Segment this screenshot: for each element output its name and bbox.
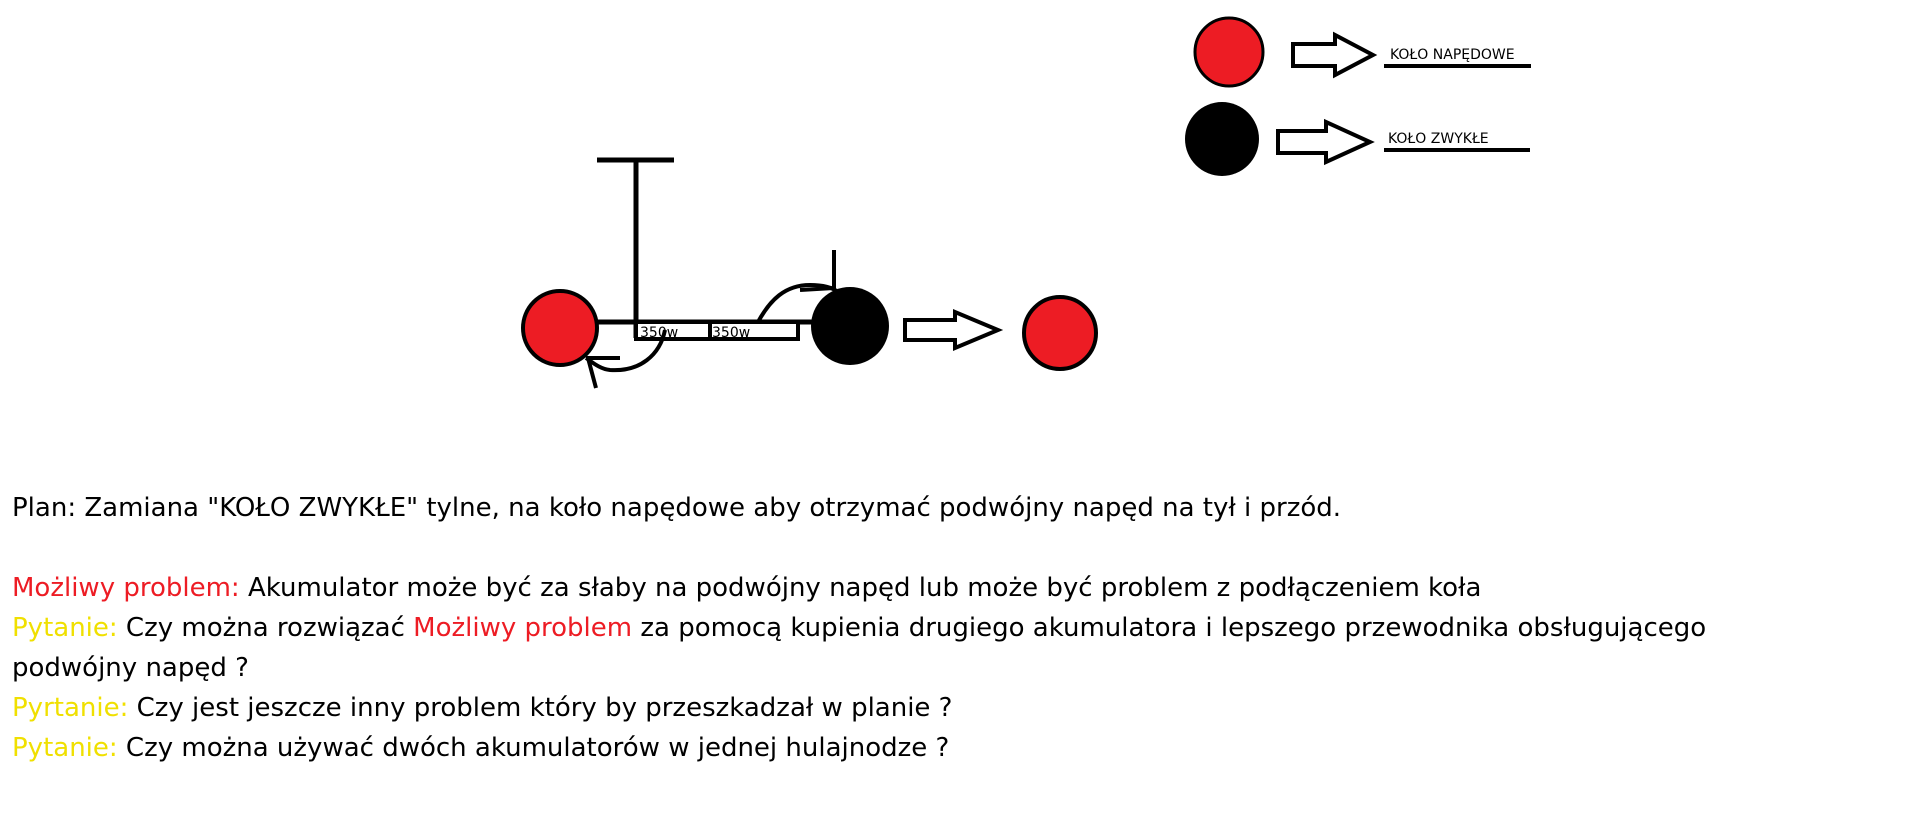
legend-drive-arrow [1291, 31, 1378, 79]
question-2-text: Czy jest jeszcze inny problem który by p… [128, 693, 953, 723]
legend-drive-wheel: KOŁO NAPĘDOWE [1193, 16, 1531, 88]
plan-line: Plan: Zamiana "KOŁO ZWYKŁE" tylne, na ko… [12, 488, 1892, 528]
rear-normal-wheel [811, 287, 889, 365]
question-1-label: Pytanie: [12, 613, 118, 643]
legend-normal-wheel-label: KOŁO ZWYKŁE [1388, 131, 1489, 147]
plan-text: Plan: Zamiana "KOŁO ZWYKŁE" tylne, na ko… [12, 493, 1342, 523]
conversion-arrow [903, 308, 1004, 352]
question-3-label: Pytanie: [12, 733, 118, 763]
question-1-text-b: za pomocą kupienia drugiego akumulatora … [632, 613, 1707, 643]
battery-2 [708, 320, 800, 341]
front-power-arrowhead [585, 356, 620, 389]
legend-normal-wheel: KOŁO ZWYKŁE [1185, 102, 1530, 176]
question-2-label: Pyrtanie: [12, 693, 129, 723]
question-1-text-a: Czy można rozwiązać [117, 613, 414, 643]
question-1-line: Pytanie: Czy można rozwiązać Możliwy pro… [12, 608, 1892, 648]
question-1-text-c: podwójny napęd ? [12, 653, 249, 683]
rear-power-arrowhead [799, 250, 836, 292]
notes-spacer [12, 528, 1892, 568]
scooter-diagram: KOŁO NAPĘDOWE KOŁO ZWYKŁE 350w 350w [521, 16, 1531, 389]
question-2-line: Pyrtanie: Czy jest jeszcze inny problem … [12, 688, 1892, 728]
problem-text: Akumulator może być za słaby na podwójny… [239, 573, 1482, 603]
question-1-continuation: podwójny napęd ? [12, 648, 1892, 688]
front-power-curve [584, 329, 667, 373]
legend-drive-wheel-circle [1193, 16, 1265, 88]
question-1-highlight: Możliwy problem [413, 613, 633, 643]
notes-section: Plan: Zamiana "KOŁO ZWYKŁE" tylne, na ko… [12, 488, 1892, 768]
problem-label: Możliwy problem: [12, 573, 240, 603]
battery-2-label: 350w [712, 325, 750, 341]
front-drive-wheel [521, 289, 599, 367]
problem-line: Możliwy problem: Akumulator może być za … [12, 568, 1892, 608]
question-3-text: Czy można używać dwóch akumulatorów w je… [117, 733, 950, 763]
replacement-drive-wheel [1022, 295, 1098, 371]
question-3-line: Pytanie: Czy można używać dwóch akumulat… [12, 728, 1892, 768]
legend-drive-wheel-label: KOŁO NAPĘDOWE [1390, 47, 1515, 63]
legend-normal-wheel-circle [1185, 102, 1259, 176]
battery-1-label: 350w [640, 325, 678, 341]
legend-normal-arrow [1276, 118, 1375, 166]
